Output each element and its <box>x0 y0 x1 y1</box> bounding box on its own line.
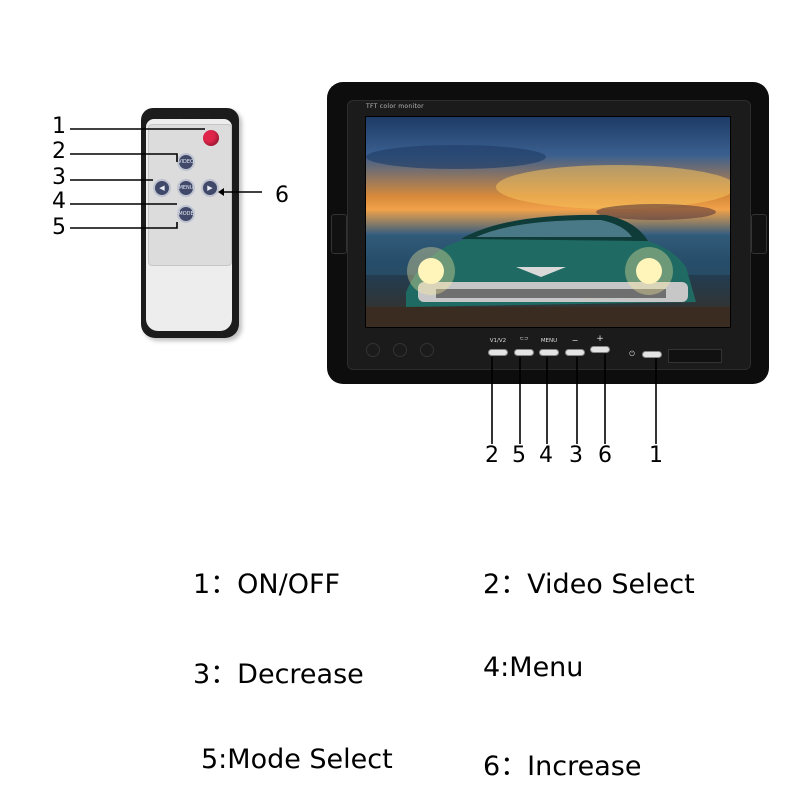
remote-callout-4: 4 <box>52 189 66 214</box>
monitor-plus-button[interactable] <box>590 346 610 353</box>
remote-mode-button[interactable]: MODE <box>177 205 195 223</box>
remote-callout-3: 3 <box>52 165 66 190</box>
monitor-menu-label: MENU <box>540 338 558 344</box>
monitor-callout-3: 3 <box>569 443 583 468</box>
legend-item-1: 1：ON/OFF <box>193 569 341 600</box>
legend-item-3: 3：Decrease <box>193 659 364 690</box>
remote-menu-label: MENU <box>178 185 194 191</box>
monitor-callout-6: 6 <box>598 443 612 468</box>
monitor-right-bracket <box>751 214 767 254</box>
remote-menu-button[interactable]: MENU <box>177 179 195 197</box>
monitor-speaker-dot <box>366 343 380 357</box>
remote-callout-6: 6 <box>275 183 289 208</box>
monitor-callout-1: 1 <box>649 443 663 468</box>
remote-callout-1: 1 <box>52 114 66 139</box>
monitor-callout-2: 2 <box>485 443 499 468</box>
remote-power-button[interactable] <box>203 130 219 146</box>
callout-arrowhead-6 <box>218 188 224 196</box>
remote-right-button[interactable]: ▶ <box>201 179 219 197</box>
monitor-menu-button[interactable] <box>539 349 559 356</box>
legend-item-2: 2：Video Select <box>483 569 695 600</box>
monitor-callout-4: 4 <box>539 443 553 468</box>
legend-item-6: 6：Increase <box>483 751 642 782</box>
monitor-label: TFT color monitor <box>366 103 424 110</box>
callout-line-5 <box>70 222 178 229</box>
monitor-mode-symbol: ⊂⊃ <box>519 336 529 342</box>
monitor-v1v2-label: V1/V2 <box>489 338 507 344</box>
monitor-minus-button[interactable] <box>565 349 585 356</box>
car-sunset-image <box>366 145 730 327</box>
right-arrow-icon: ▶ <box>207 184 213 192</box>
remote-video-label: VIDEO <box>178 159 194 165</box>
remote-callout-2: 2 <box>52 139 66 164</box>
remote-mode-label: MODE <box>178 211 194 217</box>
monitor-minus-label: − <box>571 336 579 345</box>
remote-video-button[interactable]: VIDEO <box>177 153 195 171</box>
monitor-callout-5: 5 <box>512 443 526 468</box>
legend-item-4: 4:Menu <box>483 652 584 683</box>
power-icon: ⏻ <box>629 350 635 358</box>
remote-left-button[interactable]: ◀ <box>153 179 171 197</box>
monitor-speaker-dot <box>393 343 407 357</box>
monitor-mode-button[interactable] <box>514 349 534 356</box>
callout-line-2 <box>70 153 178 162</box>
monitor-v1v2-button[interactable] <box>488 349 508 356</box>
remote-title: LCD REMOTE <box>169 112 211 119</box>
monitor-ir-window <box>668 349 722 363</box>
monitor-screen <box>365 116 731 328</box>
legend-item-5: 5:Mode Select <box>201 744 393 775</box>
left-arrow-icon: ◀ <box>159 184 165 192</box>
remote-callout-5: 5 <box>52 215 66 240</box>
monitor-left-bracket <box>331 214 347 254</box>
monitor-plus-label: + <box>596 334 604 344</box>
monitor-speaker-dot <box>420 343 434 357</box>
monitor-power-button[interactable] <box>642 351 662 358</box>
